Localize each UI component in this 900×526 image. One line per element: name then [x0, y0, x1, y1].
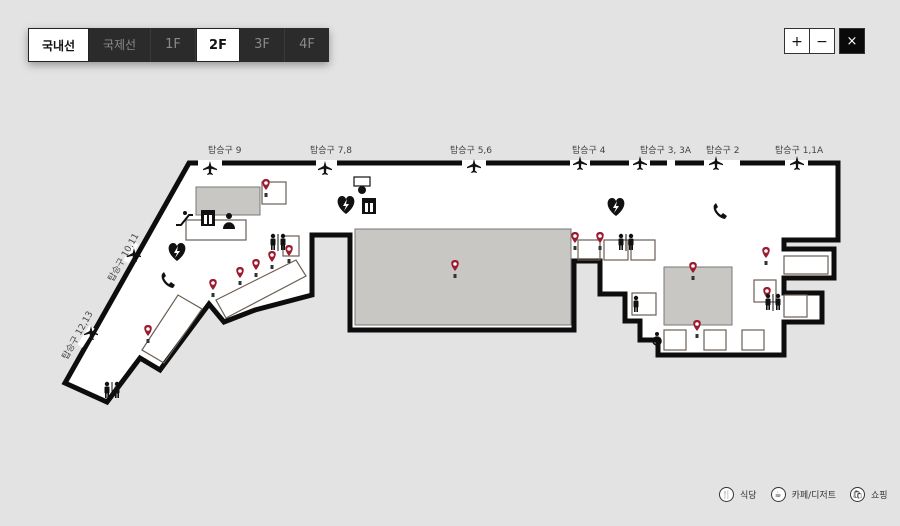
restaurant-icon: 🍴 [719, 487, 734, 502]
tab-domestic[interactable]: 국내선 [28, 28, 89, 62]
tab-floor-4f[interactable]: 4F [299, 37, 315, 52]
elevator-icon [201, 210, 215, 226]
zoom-controls: + − × [784, 28, 865, 54]
nursing-room-icon [353, 176, 371, 194]
information-icon [223, 213, 235, 229]
building-blocks [195, 186, 733, 326]
gate-label: 탑승구 7,8 [310, 144, 352, 156]
zoom-out-button[interactable]: − [809, 28, 835, 54]
gate-label: 탑승구 5,6 [450, 144, 492, 156]
escalator-icon [176, 211, 193, 226]
close-button[interactable]: × [839, 28, 865, 54]
tab-international[interactable]: 국제선 [89, 28, 151, 62]
legend-label: 카페/디저트 [791, 491, 836, 501]
gate-label: 탑승구 1,1A [775, 144, 824, 156]
tab-floor-1f[interactable]: 1F [151, 28, 196, 62]
tab-floor-2f[interactable]: 2F [196, 28, 240, 62]
shopping-icon: 🛍 [850, 487, 865, 502]
gate-label: 탑승구 3, 3A [640, 144, 692, 156]
elevator-icon [362, 198, 376, 214]
facility-icons [176, 176, 662, 346]
legend-label: 쇼핑 [871, 491, 888, 501]
gate-label: 탑승구 4 [572, 144, 606, 156]
gate-label: 탑승구 9 [208, 144, 242, 156]
floor-tabs: 국내선 국제선 1F 2F 3F 4F [28, 28, 329, 62]
store-outlines [141, 181, 829, 364]
map-legend: 🍴 식당 ☕ 카페/디저트 🛍 쇼핑 [719, 487, 896, 502]
wheelchair-icon [652, 332, 662, 346]
cafe-icon: ☕ [770, 487, 786, 502]
gate-label: 탑승구 2 [706, 144, 739, 156]
tab-floor-3f[interactable]: 3F [240, 28, 285, 62]
legend-label: 식당 [740, 491, 757, 501]
